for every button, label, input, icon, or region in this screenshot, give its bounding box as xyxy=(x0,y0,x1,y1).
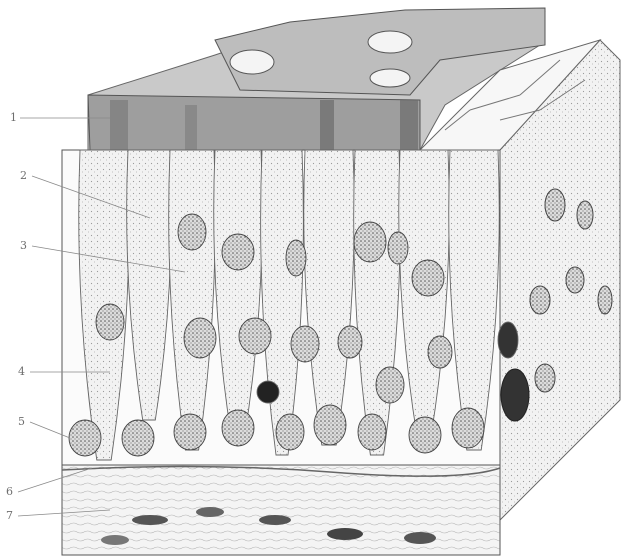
cell-nucleus xyxy=(239,318,271,354)
cell-nucleus xyxy=(452,408,484,448)
label-7: 7 xyxy=(6,510,13,521)
cell-nucleus xyxy=(178,214,206,250)
cell-nucleus xyxy=(409,417,441,453)
cell-nucleus xyxy=(388,232,408,264)
label-1: 1 xyxy=(10,112,17,123)
label-5: 5 xyxy=(18,416,25,427)
cell-nucleus xyxy=(276,414,304,450)
lymphocyte-nucleus xyxy=(257,381,279,403)
connective-tissue xyxy=(62,465,500,555)
cell-nucleus xyxy=(354,222,386,262)
cell-nucleus xyxy=(376,367,404,403)
cell-nucleus xyxy=(96,304,124,340)
dark-cell-nucleus xyxy=(498,322,518,358)
label-4: 4 xyxy=(18,366,25,377)
cell-nucleus xyxy=(222,410,254,446)
cell-nucleus xyxy=(291,326,319,362)
cell-nucleus xyxy=(174,414,206,450)
cell-nucleus xyxy=(184,318,216,358)
cell-nucleus xyxy=(338,326,362,358)
cell-nucleus xyxy=(69,420,101,456)
cell-nucleus xyxy=(412,260,444,296)
cell-nucleus xyxy=(122,420,154,456)
label-2: 2 xyxy=(20,170,27,181)
cell-nucleus xyxy=(314,405,346,445)
cell-nucleus xyxy=(222,234,254,270)
label-3: 3 xyxy=(20,240,27,251)
label-6: 6 xyxy=(6,486,13,497)
cell-nucleus xyxy=(428,336,452,368)
cell-nucleus xyxy=(286,240,306,276)
cell-nucleus xyxy=(358,414,386,450)
